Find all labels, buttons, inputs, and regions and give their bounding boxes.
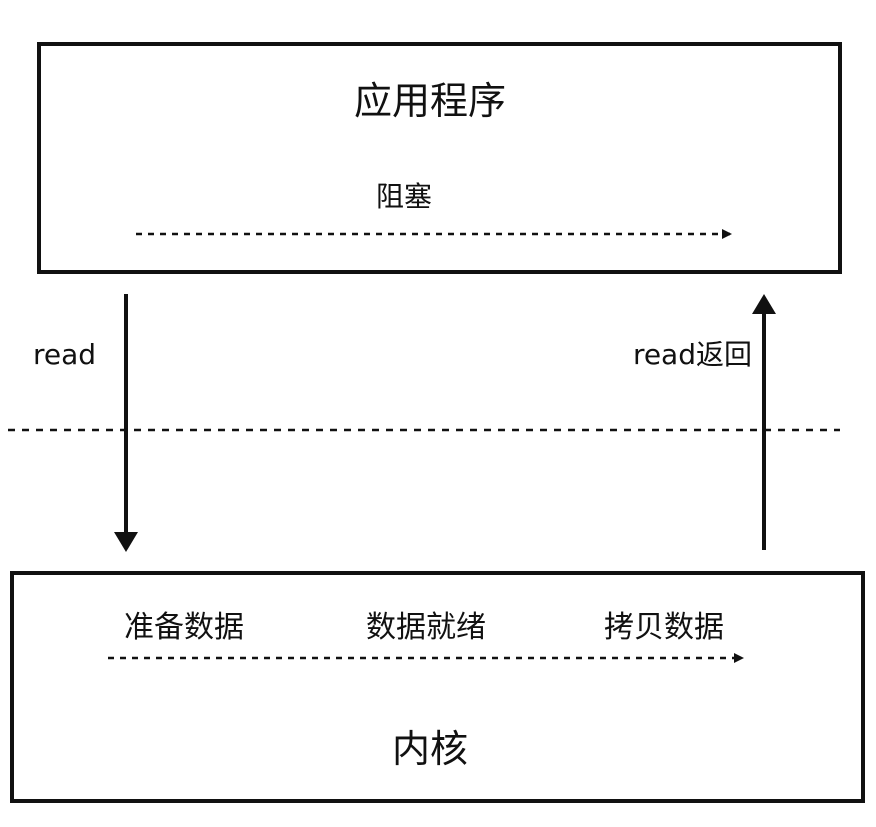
application-box-frame (37, 42, 842, 274)
kernel-title: 内核 (392, 727, 468, 771)
kernel-box-frame (10, 571, 865, 803)
application-title: 应用程序 (354, 79, 506, 123)
stage-data-ready: 数据就绪 (366, 610, 486, 645)
kernel-box: 准备数据 数据就绪 拷贝数据 内核 (10, 571, 865, 803)
read-label: read (33, 338, 96, 371)
read-call: read (33, 294, 138, 552)
application-box: 应用程序 阻塞 (37, 42, 842, 274)
read-return: read返回 (633, 294, 776, 550)
stage-copy-data: 拷贝数据 (604, 610, 724, 645)
read-return-label: read返回 (633, 338, 752, 371)
blocked-label: 阻塞 (376, 180, 432, 213)
stage-prepare-data: 准备数据 (124, 610, 244, 645)
